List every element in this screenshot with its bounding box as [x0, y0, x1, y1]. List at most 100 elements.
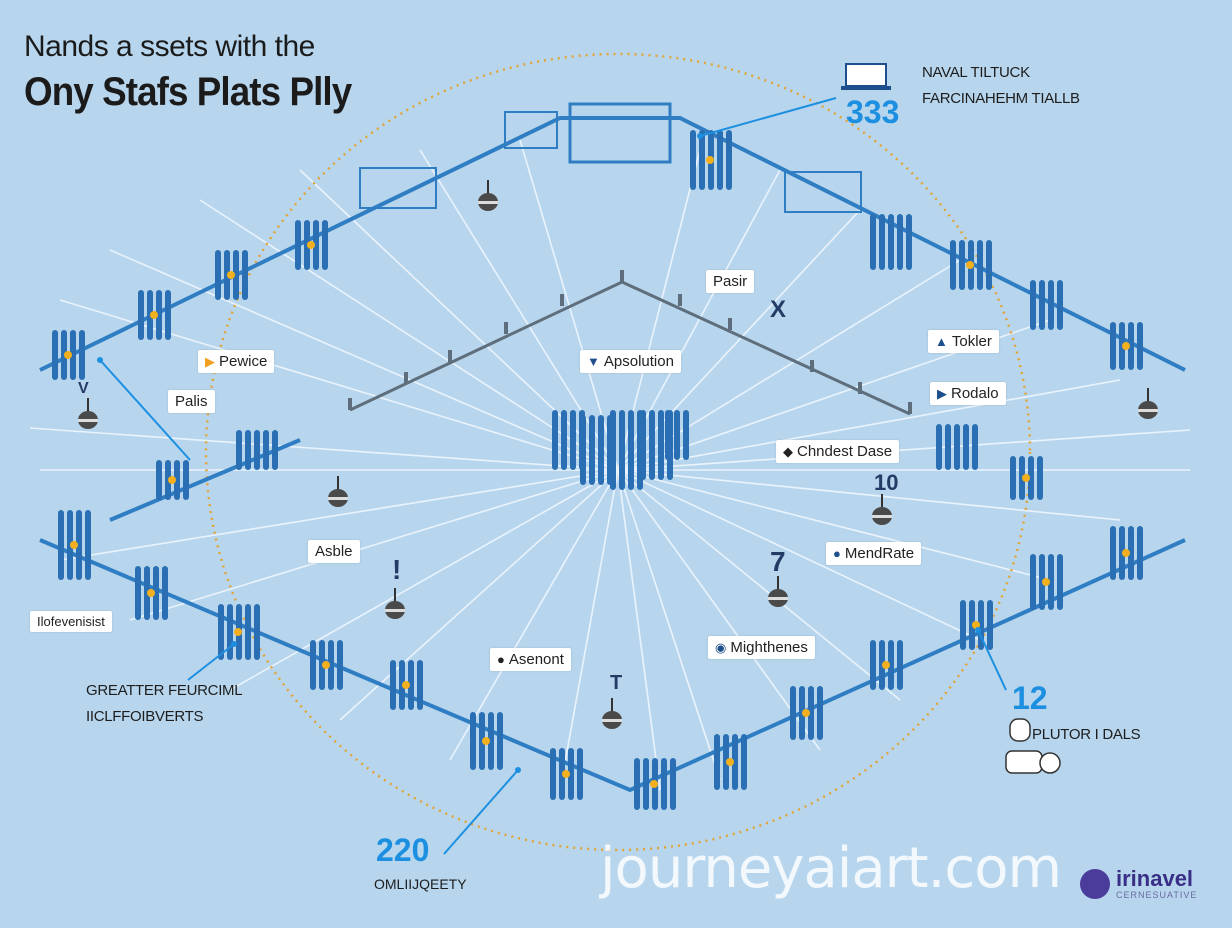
tower	[670, 758, 676, 810]
pewice-text: Pewice	[219, 353, 268, 370]
ridge-post	[448, 350, 452, 362]
rodalo-text: Rodalo	[951, 385, 999, 402]
tower	[960, 600, 966, 650]
tower	[568, 748, 574, 800]
tower	[1048, 280, 1054, 330]
apsolution-text: Apsolution	[603, 353, 674, 370]
label-rodalo: ▶Rodalo	[930, 382, 1006, 405]
ray-line	[617, 469, 901, 701]
brand-logo-icon	[1080, 869, 1110, 899]
triangle-icon: ▼	[587, 354, 600, 369]
subtitle: Nands a ssets with the	[24, 30, 315, 63]
tree-icon: ▲	[935, 334, 948, 349]
tower	[337, 640, 343, 690]
tower	[313, 220, 319, 270]
label-palis: Palis	[168, 390, 215, 413]
label-tokler: ▲Tokler	[928, 330, 999, 353]
anchor-band	[478, 201, 498, 204]
tower	[1128, 526, 1134, 580]
tower	[897, 214, 903, 270]
accent-dot	[882, 661, 890, 669]
tower	[488, 712, 494, 770]
tower	[295, 220, 301, 270]
tower	[1039, 280, 1045, 330]
ridge-post	[348, 398, 352, 410]
tower	[135, 566, 141, 620]
accent-dot	[307, 241, 315, 249]
chndest-dase-text: Chndest Dase	[797, 443, 893, 460]
tower	[218, 604, 224, 660]
pasir-text: Pasir	[713, 273, 748, 290]
ridge-post	[810, 360, 814, 372]
accent-dot	[70, 541, 78, 549]
tower	[717, 130, 723, 190]
mighthenes-text: Mighthenes	[730, 639, 808, 656]
fence-mid	[504, 111, 558, 149]
callout-arrow	[699, 97, 837, 137]
ridge-post	[560, 294, 564, 306]
tower	[817, 686, 823, 740]
accent-dot	[1042, 578, 1050, 586]
callout-arrow-head	[231, 641, 237, 647]
tower	[52, 330, 58, 380]
tower	[954, 424, 960, 470]
accent-dot	[168, 476, 176, 484]
tower	[79, 330, 85, 380]
tower	[634, 758, 640, 810]
tower	[950, 240, 956, 290]
tower	[870, 214, 876, 270]
tower	[227, 604, 233, 660]
ray-line	[617, 379, 1121, 471]
person-icon: ●	[833, 546, 841, 561]
asenont-text: Asenont	[508, 651, 564, 668]
tower	[1110, 526, 1116, 580]
palis-text: Palis	[175, 393, 208, 410]
tower	[1110, 322, 1116, 370]
callout-arrow-head	[515, 767, 521, 773]
tower	[977, 240, 983, 290]
tower-clusters	[52, 130, 1143, 810]
anchor-band	[78, 419, 98, 422]
tower	[552, 410, 558, 470]
able-text: Asble	[315, 543, 353, 560]
tower	[649, 410, 655, 480]
tower	[945, 424, 951, 470]
dotted-circle	[204, 52, 1032, 852]
callout-number-333: 333	[846, 94, 900, 130]
tower	[263, 430, 269, 470]
accent-dot	[150, 311, 158, 319]
brand-logo: irinavel CERNESUATIVE	[1080, 868, 1197, 900]
accent-dot	[147, 589, 155, 597]
tower	[1137, 526, 1143, 580]
tower	[174, 460, 180, 500]
tower	[1030, 280, 1036, 330]
fence-right	[784, 171, 862, 213]
tower	[1037, 456, 1043, 500]
accent-dot	[322, 661, 330, 669]
tower	[1010, 456, 1016, 500]
ray-line	[129, 469, 619, 621]
tower	[936, 424, 942, 470]
tower	[70, 330, 76, 380]
tower	[85, 510, 91, 580]
tower	[254, 430, 260, 470]
apple-icon: ●	[497, 652, 505, 667]
rail-line	[109, 438, 301, 522]
person-hand-icon	[1005, 718, 1061, 774]
tower	[577, 748, 583, 800]
accent-dot	[706, 156, 714, 164]
flag-icon: ▶	[205, 353, 215, 369]
tower	[598, 415, 604, 485]
ridge-post	[620, 270, 624, 282]
tower	[580, 415, 586, 485]
tower	[674, 410, 680, 460]
accent-dot	[1122, 342, 1130, 350]
ray-line	[617, 469, 821, 751]
tower	[790, 686, 796, 740]
tower	[888, 214, 894, 270]
tower	[254, 604, 260, 660]
accent-dot	[64, 351, 72, 359]
anchor-markers	[78, 180, 1158, 729]
tower	[1137, 322, 1143, 370]
tower	[156, 460, 162, 500]
